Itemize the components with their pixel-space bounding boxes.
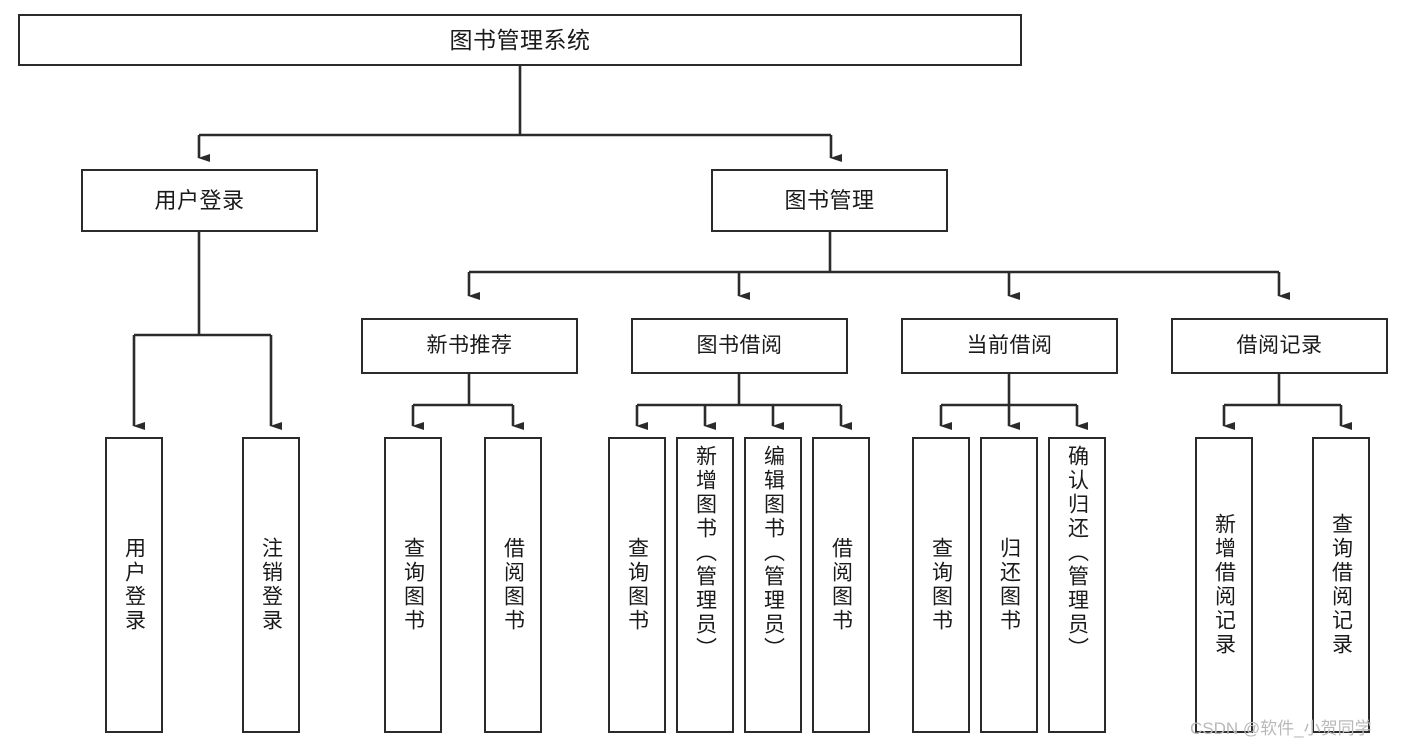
leaf-current-return-book[interactable]: 归还图书 [980, 437, 1038, 733]
node-label: 图书管理 [784, 187, 875, 213]
node-new-book-recommend[interactable]: 新书推荐 [361, 318, 578, 374]
node-label: 编辑图书（管理员） [761, 445, 785, 661]
leaf-borrow-borrow-book[interactable]: 借阅图书 [812, 437, 870, 733]
node-label: 借阅图书 [501, 537, 525, 633]
leaf-recommend-query-book[interactable]: 查询图书 [384, 437, 442, 733]
node-label: 查询图书 [625, 537, 649, 633]
node-current-borrow[interactable]: 当前借阅 [901, 318, 1118, 374]
leaf-user-login-logout[interactable]: 注销登录 [242, 437, 300, 733]
node-label: 借阅图书 [829, 537, 853, 633]
leaf-current-query-book[interactable]: 查询图书 [912, 437, 970, 733]
node-label: 用户登录 [154, 187, 245, 213]
leaf-borrow-edit-book-admin[interactable]: 编辑图书（管理员） [744, 437, 802, 733]
node-label: 当前借阅 [966, 333, 1053, 357]
node-user-login[interactable]: 用户登录 [81, 169, 318, 232]
node-book-management[interactable]: 图书管理 [711, 169, 948, 232]
node-label: 确认归还（管理员） [1065, 445, 1089, 661]
csdn-watermark: CSDN @软件_小贺同学 [1190, 719, 1372, 738]
leaf-record-query-record[interactable]: 查询借阅记录 [1312, 437, 1370, 733]
node-label: 查询借阅记录 [1329, 513, 1353, 657]
node-book-borrow[interactable]: 图书借阅 [631, 318, 848, 374]
node-borrow-record[interactable]: 借阅记录 [1171, 318, 1388, 374]
node-label: 注销登录 [259, 537, 283, 633]
node-label: 图书借阅 [696, 333, 783, 357]
leaf-borrow-query-book[interactable]: 查询图书 [608, 437, 666, 733]
leaf-record-add-record[interactable]: 新增借阅记录 [1195, 437, 1253, 733]
node-label: 借阅记录 [1236, 333, 1323, 357]
leaf-borrow-add-book-admin[interactable]: 新增图书（管理员） [676, 437, 734, 733]
node-label: 新增借阅记录 [1212, 513, 1236, 657]
node-label: 新增图书（管理员） [693, 445, 717, 661]
node-label: 新书推荐 [426, 333, 513, 357]
leaf-current-confirm-return-admin[interactable]: 确认归还（管理员） [1048, 437, 1106, 733]
node-label: 归还图书 [997, 537, 1021, 633]
leaf-recommend-borrow-book[interactable]: 借阅图书 [484, 437, 542, 733]
node-label: 查询图书 [401, 537, 425, 633]
node-label: 用户登录 [122, 537, 146, 633]
node-label: 查询图书 [929, 537, 953, 633]
node-root-system[interactable]: 图书管理系统 [18, 14, 1022, 66]
node-label: 图书管理系统 [449, 26, 591, 53]
leaf-user-login-login[interactable]: 用户登录 [105, 437, 163, 733]
